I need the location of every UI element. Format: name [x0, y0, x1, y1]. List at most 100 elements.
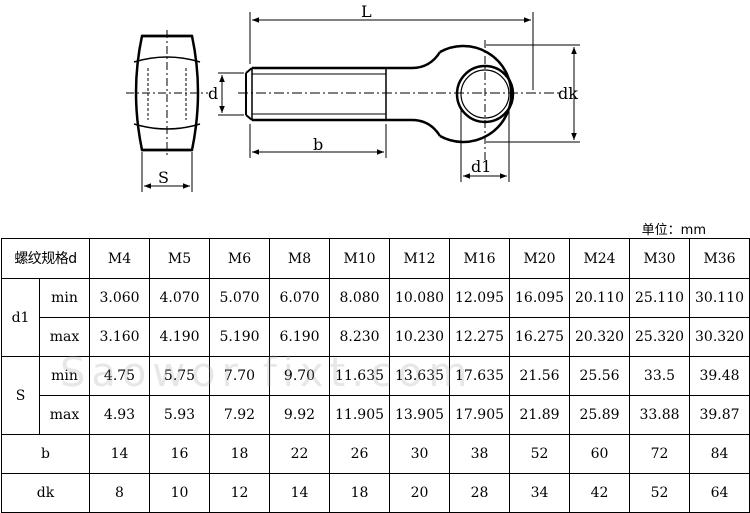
value-cell: 3.060: [89, 278, 151, 318]
value-cell: 39.87: [689, 395, 750, 435]
value-cell: 18: [329, 473, 391, 513]
dk-label: dk: [0, 473, 91, 513]
max-label: max: [38, 395, 91, 435]
value-cell: 84: [689, 434, 750, 474]
value-cell: 17.905: [449, 395, 511, 435]
value-cell: 20.320: [569, 317, 631, 357]
value-cell: 10.230: [389, 317, 451, 357]
eye-bolt-technical-drawing: S L d b dk d1: [126, 2, 580, 192]
size-cell: M16: [449, 238, 511, 279]
label-d: d: [208, 84, 218, 103]
size-cell: M5: [149, 238, 211, 279]
value-cell: 11.635: [329, 356, 391, 396]
value-cell: 4.190: [149, 317, 211, 357]
value-cell: 8.230: [329, 317, 391, 357]
value-cell: 33.5: [629, 356, 691, 396]
label-dk: dk: [558, 84, 578, 103]
value-cell: 30: [389, 434, 451, 474]
value-cell: 22: [269, 434, 331, 474]
size-cell: M10: [329, 238, 391, 279]
value-cell: 52: [509, 434, 571, 474]
value-cell: 25.56: [569, 356, 631, 396]
size-cell: M36: [689, 238, 750, 279]
value-cell: 7.70: [209, 356, 271, 396]
s-min-row: S min 4.75 5.75 7.70 9.70 11.635 13.635 …: [1, 356, 750, 435]
value-cell: 14: [269, 473, 331, 513]
value-cell: 39.48: [689, 356, 750, 396]
value-cell: 12.095: [449, 278, 511, 318]
unit-label: 单位：mm: [641, 223, 706, 238]
s-max-row: max 4.93 5.93 7.92 9.92 11.905 13.905 17…: [2, 395, 750, 435]
value-cell: 25.89: [569, 395, 631, 435]
value-cell: 8.080: [329, 278, 391, 318]
label-d1: d1: [471, 157, 491, 176]
value-cell: 14: [89, 434, 151, 474]
value-cell: 64: [689, 473, 750, 513]
value-cell: 6.190: [269, 317, 331, 357]
value-cell: 11.905: [329, 395, 391, 435]
value-cell: 4.75: [89, 356, 151, 396]
value-cell: 33.88: [629, 395, 691, 435]
value-cell: 5.75: [149, 356, 211, 396]
side-view: [126, 30, 208, 192]
value-cell: 16.095: [509, 278, 571, 318]
value-cell: 13.905: [389, 395, 451, 435]
label-b: b: [313, 135, 323, 154]
spec-table: 螺纹规格d M4 M5 M6 M8 M10 M12 M16 M20 M24 M3…: [0, 238, 750, 513]
value-cell: 7.92: [209, 395, 271, 435]
s-label: S: [1, 356, 40, 435]
size-cell: M30: [629, 238, 691, 279]
label-l: L: [361, 2, 372, 21]
d1-max-row: max 3.160 4.190 5.190 6.190 8.230 10.230…: [2, 317, 750, 357]
value-cell: 12.275: [449, 317, 511, 357]
value-cell: 8: [89, 473, 151, 513]
value-cell: 4.93: [89, 395, 151, 435]
value-cell: 30.320: [689, 317, 750, 357]
value-cell: 20: [389, 473, 451, 513]
d1-min-row: d1 min 3.060 4.070 5.070 6.070 8.080 10.…: [1, 278, 750, 357]
value-cell: 5.93: [149, 395, 211, 435]
value-cell: 9.70: [269, 356, 331, 396]
value-cell: 26: [329, 434, 391, 474]
value-cell: 12: [209, 473, 271, 513]
value-cell: 16: [149, 434, 211, 474]
label-s: S: [158, 168, 169, 187]
value-cell: 5.190: [209, 317, 271, 357]
value-cell: 30.110: [689, 278, 750, 318]
value-cell: 9.92: [269, 395, 331, 435]
value-cell: 5.070: [209, 278, 271, 318]
value-cell: 34: [509, 473, 571, 513]
value-cell: 10: [149, 473, 211, 513]
value-cell: 21.56: [509, 356, 571, 396]
value-cell: 25.320: [629, 317, 691, 357]
size-cell: M20: [509, 238, 571, 279]
max-label: max: [38, 317, 91, 357]
value-cell: 6.070: [269, 278, 331, 318]
value-cell: 28: [449, 473, 511, 513]
value-cell: 20.110: [569, 278, 631, 318]
value-cell: 25.110: [629, 278, 691, 318]
min-label: min: [38, 356, 91, 396]
value-cell: 38: [449, 434, 511, 474]
size-cell: M6: [209, 238, 271, 279]
value-cell: 4.070: [149, 278, 211, 318]
value-cell: 13.635: [389, 356, 451, 396]
value-cell: 72: [629, 434, 691, 474]
size-cell: M8: [269, 238, 331, 279]
min-label: min: [38, 278, 91, 318]
dk-row: dk 8 10 12 14 18 20 28 34 42 52 64: [0, 473, 750, 513]
value-cell: 18: [209, 434, 271, 474]
value-cell: 42: [569, 473, 631, 513]
front-view: [218, 12, 580, 182]
d1-label: d1: [1, 278, 40, 357]
value-cell: 60: [569, 434, 631, 474]
b-row: b 14 16 18 22 26 30 38 52 60 72 84: [0, 434, 750, 474]
value-cell: 52: [629, 473, 691, 513]
header-label: 螺纹规格d: [0, 238, 91, 279]
size-cell: M12: [389, 238, 451, 279]
value-cell: 16.275: [509, 317, 571, 357]
size-cell: M4: [89, 238, 151, 279]
value-cell: 21.89: [509, 395, 571, 435]
b-label: b: [0, 434, 91, 474]
value-cell: 17.635: [449, 356, 511, 396]
